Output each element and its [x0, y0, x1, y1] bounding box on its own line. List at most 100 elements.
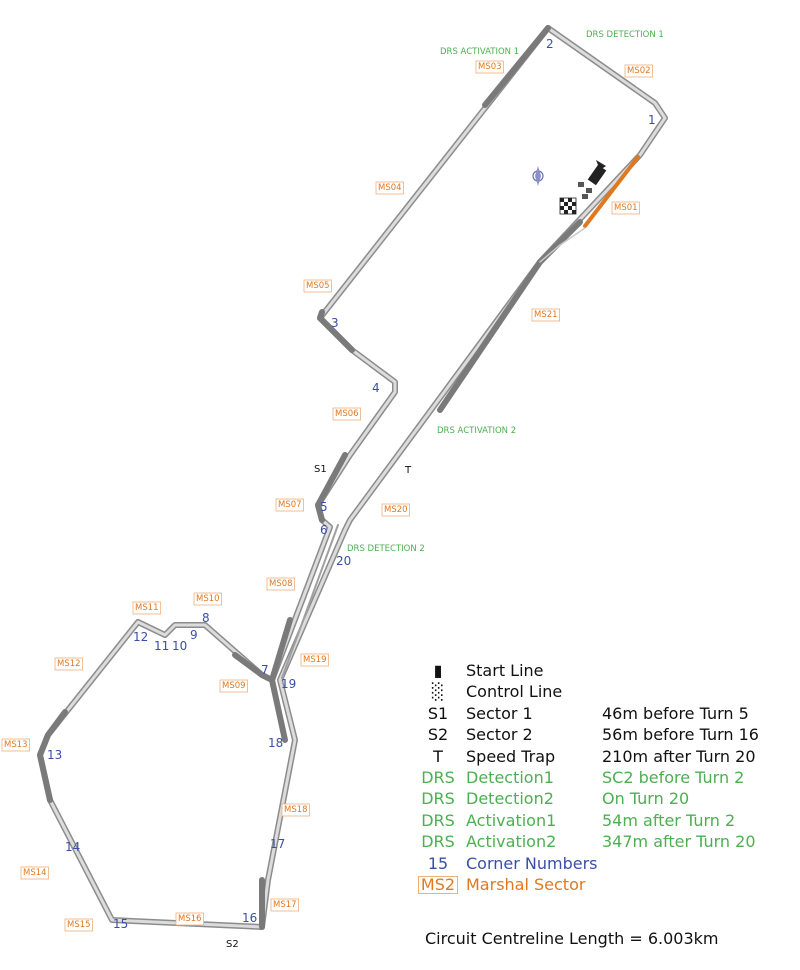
legend-label: Activation2	[466, 832, 557, 852]
legend-label: Control Line	[466, 682, 563, 702]
legend-label: Sector 1	[466, 703, 533, 723]
sector-1-marker: S1	[314, 464, 327, 475]
corner-number: 16	[242, 911, 257, 925]
track-dark-segment	[269, 677, 288, 743]
corner-number: 20	[336, 554, 351, 568]
start-line-icon	[587, 160, 607, 186]
marshal-sectors: MS01 MS02 MS03 MS04 MS05 MS06 MS07 MS08 …	[1, 60, 653, 932]
track-dark-segment	[482, 25, 551, 108]
legend-label: Activation1	[466, 810, 557, 830]
track-dark-segment	[232, 617, 293, 683]
corner-number: 4	[372, 381, 380, 395]
legend: ▮ Start Line ░ Control Line S1 Sector 1 …	[410, 660, 795, 895]
legend-label: Detection2	[466, 789, 554, 809]
corner-number: 8	[202, 611, 210, 625]
legend-label: Speed Trap	[466, 746, 556, 766]
legend-desc: 54m after Turn 2	[602, 810, 736, 830]
corner-number: 15	[113, 917, 128, 931]
corner-number: 9	[190, 628, 198, 642]
legend-desc	[602, 853, 795, 874]
track-parallel	[281, 524, 339, 679]
marshal-sector-label: MS14	[23, 868, 47, 878]
marshal-sector-label: MS15	[67, 920, 91, 930]
marshal-sector-label: MS04	[378, 183, 402, 193]
track-dark-segment	[317, 309, 355, 353]
marshal-sector-label: MS05	[306, 281, 330, 291]
corner-numbers: 1 2 3 4 5 6 7 8 9 10 11 12 13 14 15 16 1…	[47, 37, 656, 931]
marshal-sector-label: MS13	[4, 740, 28, 750]
legend-desc: 46m before Turn 5	[602, 703, 749, 723]
corner-number: 2	[546, 37, 554, 51]
compass-icon	[532, 166, 544, 186]
drs-detection-2-label: DRS DETECTION 2	[347, 544, 425, 554]
pit-lane	[539, 227, 586, 263]
marshal-sector-label: MS11	[135, 603, 159, 613]
start-line-icon: ▮	[433, 661, 443, 680]
legend-row-marshal-sector: MS2 Marshal Sector	[410, 874, 795, 895]
legend-row-drs-detection-1: DRS Detection1 SC2 before Turn 2	[410, 767, 795, 788]
legend-key: MS2	[417, 875, 459, 894]
marshal-sector-label: MS20	[384, 505, 408, 515]
legend-row-drs-detection-2: DRS Detection2 On Turn 20	[410, 788, 795, 809]
legend-desc	[602, 874, 795, 895]
legend-row-corner-numbers: 15 Corner Numbers	[410, 853, 795, 874]
legend-label: Detection1	[466, 767, 554, 787]
corner-number: 13	[47, 748, 62, 762]
legend-desc	[602, 660, 795, 681]
start-straight-highlight	[583, 155, 640, 228]
legend-desc	[602, 681, 795, 702]
corner-number: 10	[172, 639, 187, 653]
drs-detection-1-label: DRS DETECTION 1	[586, 30, 664, 40]
marshal-sector-label: MS09	[222, 681, 246, 691]
legend-desc: On Turn 20	[602, 789, 690, 809]
marshal-sector-label: MS19	[303, 655, 327, 665]
marshal-sector-label: MS03	[478, 62, 502, 72]
legend-key: DRS	[421, 767, 455, 787]
marshal-sector-label: MS18	[284, 805, 308, 815]
corner-number: 3	[331, 316, 339, 330]
corner-number: 18	[268, 736, 283, 750]
track-dark-segment	[37, 709, 68, 803]
sector-markers: S1 S2 T	[226, 464, 412, 950]
drs-labels: DRS ACTIVATION 1 DRS DETECTION 1 DRS ACT…	[347, 30, 664, 554]
legend-key: 15	[427, 853, 449, 873]
legend-key: T	[433, 746, 443, 766]
corner-number: 5	[320, 500, 328, 514]
legend-label: Corner Numbers	[466, 853, 598, 873]
corner-number: 17	[270, 837, 285, 851]
corner-number: 14	[65, 840, 80, 854]
marshal-sector-label: MS07	[278, 500, 302, 510]
legend-row-control-line: ░ Control Line	[410, 681, 795, 702]
marshal-sector-label: MS01	[614, 203, 638, 213]
legend-row-drs-activation-1: DRS Activation1 54m after Turn 2	[410, 810, 795, 831]
legend-desc: 210m after Turn 20	[602, 746, 756, 766]
legend-row-sector-1: S1 Sector 1 46m before Turn 5	[410, 703, 795, 724]
drs-activation-1-label: DRS ACTIVATION 1	[440, 47, 519, 57]
speed-trap-marker: T	[404, 465, 412, 476]
drs-activation-2-label: DRS ACTIVATION 2	[437, 426, 516, 436]
legend-row-start-line: ▮ Start Line	[410, 660, 795, 681]
legend-desc: 347m after Turn 20	[602, 832, 756, 852]
legend-key: DRS	[421, 832, 455, 852]
legend-desc: SC2 before Turn 2	[602, 767, 745, 787]
corner-number: 7	[261, 663, 269, 677]
marshal-sector-label: MS12	[57, 659, 81, 669]
legend-row-speed-trap: T Speed Trap 210m after Turn 20	[410, 746, 795, 767]
marshal-sector-label: MS17	[273, 900, 297, 910]
marshal-sector-label: MS02	[627, 66, 651, 76]
marshal-sector-label: MS21	[534, 310, 558, 320]
marshal-sector-label: MS08	[269, 579, 293, 589]
track-dark-segment	[315, 452, 348, 523]
sector-2-marker: S2	[226, 939, 239, 950]
legend-key: S2	[427, 725, 449, 745]
checkered-flag-icon: ░	[431, 682, 445, 702]
marshal-sector-label: MS16	[178, 914, 202, 924]
legend-row-sector-2: S2 Sector 2 56m before Turn 16	[410, 724, 795, 745]
legend-key: DRS	[421, 789, 455, 809]
legend-label: Sector 2	[466, 725, 533, 745]
legend-desc: 56m before Turn 16	[602, 725, 759, 745]
legend-key: S1	[427, 703, 449, 723]
legend-row-drs-activation-2: DRS Activation2 347m after Turn 20	[410, 831, 795, 852]
track	[37, 25, 668, 930]
